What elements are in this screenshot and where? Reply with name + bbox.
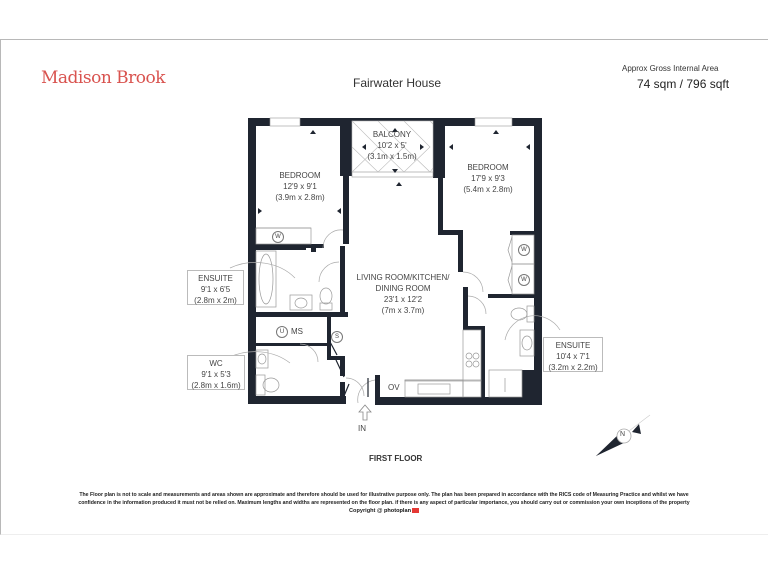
photoplan-logo-icon bbox=[412, 508, 419, 514]
copyright-text: Copyright @ bbox=[348, 508, 383, 514]
room-name: ENSUITE bbox=[555, 341, 591, 350]
room-metric: (5.4m x 2.8m) bbox=[463, 185, 513, 194]
room-metric: (2.8m x 1.6m) bbox=[191, 381, 241, 390]
room-name: BEDROOM bbox=[467, 163, 509, 172]
room-imperial: 9'1 x 6'5 bbox=[200, 285, 231, 294]
area-value: 74 sqm / 796 sqft bbox=[637, 77, 730, 91]
copyright: Copyright @ photoplan bbox=[0, 508, 768, 514]
room-name-line1: LIVING ROOM/KITCHEN/ bbox=[356, 273, 450, 282]
wardrobe-icon: W bbox=[518, 274, 530, 286]
room-bedroom-2: BEDROOM 17'9 x 9'3 (5.4m x 2.8m) bbox=[450, 162, 526, 195]
oven-label: OV bbox=[388, 383, 400, 392]
area-label: Approx Gross Internal Area bbox=[622, 64, 719, 73]
room-bedroom-1: BEDROOM 12'9 x 9'1 (3.9m x 2.8m) bbox=[266, 170, 334, 203]
room-imperial: 9'1 x 5'3 bbox=[201, 370, 231, 379]
brand-logo: Madison Brook bbox=[41, 68, 166, 88]
utility-icon: U bbox=[276, 326, 288, 338]
room-name-line2: DINING ROOM bbox=[375, 284, 431, 293]
room-name: BEDROOM bbox=[279, 171, 321, 180]
room-imperial: 17'9 x 9'3 bbox=[471, 174, 505, 183]
photoplan-logo: photoplan bbox=[383, 508, 411, 514]
page-frame bbox=[0, 39, 768, 535]
room-balcony: BALCONY 10'2 x 5' (3.1m x 1.5m) bbox=[362, 129, 422, 162]
disclaimer-line-1: The Floor plan is not to scale and measu… bbox=[79, 492, 689, 498]
floor-label: FIRST FLOOR bbox=[369, 454, 423, 463]
room-name: BALCONY bbox=[372, 130, 412, 139]
room-metric: (3.2m x 2.2m) bbox=[548, 363, 598, 372]
room-living-kitchen-dining: LIVING ROOM/KITCHEN/ DINING ROOM 23'1 x … bbox=[348, 272, 458, 316]
disclaimer: The Floor plan is not to scale and measu… bbox=[30, 491, 738, 507]
disclaimer-line-2: confidence in the information produced i… bbox=[78, 500, 690, 506]
room-imperial: 10'4 x 7'1 bbox=[556, 352, 590, 361]
north-arrow-icon bbox=[595, 414, 651, 457]
wardrobe-icon: W bbox=[272, 231, 284, 243]
room-imperial: 10'2 x 5' bbox=[377, 141, 407, 150]
entrance-label: IN bbox=[358, 424, 366, 433]
room-metric: (3.1m x 1.5m) bbox=[367, 152, 417, 161]
callout-wc: WC 9'1 x 5'3 (2.8m x 1.6m) bbox=[187, 355, 245, 390]
callout-ensuite-1: ENSUITE 9'1 x 6'5 (2.8m x 2m) bbox=[187, 270, 244, 305]
storage-icon: S bbox=[331, 331, 343, 343]
wardrobe-icon: W bbox=[518, 244, 530, 256]
meter-label: MS bbox=[291, 327, 303, 336]
room-metric: (7m x 3.7m) bbox=[381, 306, 425, 315]
room-metric: (2.8m x 2m) bbox=[194, 296, 237, 305]
room-metric: (3.9m x 2.8m) bbox=[275, 193, 325, 202]
compass-north-label: N bbox=[620, 431, 626, 438]
callout-ensuite-2: ENSUITE 10'4 x 7'1 (3.2m x 2.2m) bbox=[543, 337, 603, 372]
room-imperial: 12'9 x 9'1 bbox=[283, 182, 317, 191]
room-name: ENSUITE bbox=[198, 274, 233, 283]
room-imperial: 23'1 x 12'2 bbox=[383, 295, 423, 304]
room-name: WC bbox=[209, 359, 223, 368]
property-name: Fairwater House bbox=[353, 76, 442, 90]
